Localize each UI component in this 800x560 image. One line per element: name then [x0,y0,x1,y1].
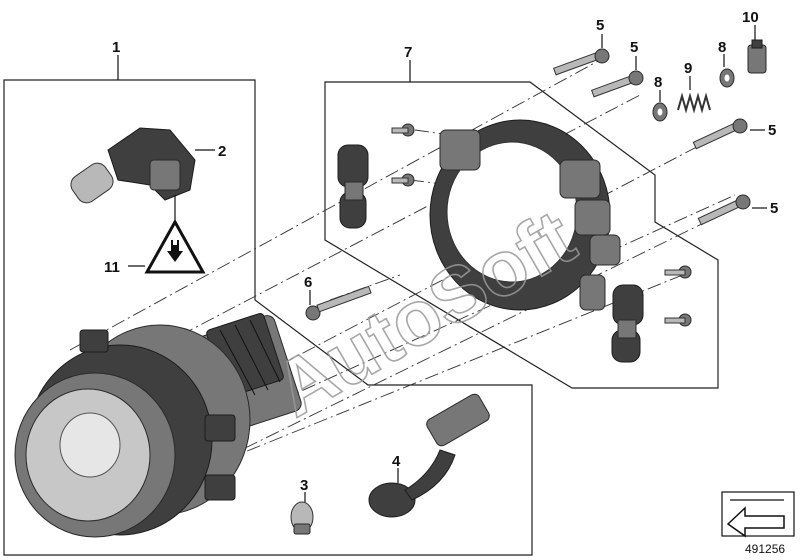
callout-4: 4 [392,453,401,470]
washer-8b [719,68,735,88]
callout-1: 1 [112,39,120,56]
callout-11: 11 [104,259,120,276]
callout-5c: 5 [768,122,776,139]
return-arrow-icon[interactable] [721,491,795,538]
spring-part-9 [677,92,711,114]
mounting-ring [429,119,621,311]
diagram-number: 491256 [745,542,785,556]
callout-8b: 8 [718,39,726,56]
long-screws-part-5 [552,48,751,226]
callout-2: 2 [218,143,226,160]
headlight-unit [14,312,302,538]
callout-3: 3 [300,477,308,494]
bracket-right [611,284,644,363]
bracket-left [337,144,369,229]
group-frame-7 [324,81,719,389]
callout-10: 10 [742,9,759,26]
callout-5b: 5 [630,39,638,56]
callout-5a: 5 [596,17,604,34]
callout-9: 9 [684,60,692,77]
group-frame-1 [3,79,533,556]
callout-5d: 5 [770,200,778,217]
callout-7: 7 [404,44,412,61]
screw-part-6 [305,285,372,321]
small-screws [391,123,692,327]
bulb-h9 [70,127,196,204]
high-voltage-warning-icon [144,218,206,274]
callout-6: 6 [304,274,312,291]
side-light-bulb [290,501,314,535]
clip-part-10 [747,39,767,74]
callout-8a: 8 [654,74,662,91]
connector-cap [368,393,490,518]
washer-8a [652,102,668,122]
